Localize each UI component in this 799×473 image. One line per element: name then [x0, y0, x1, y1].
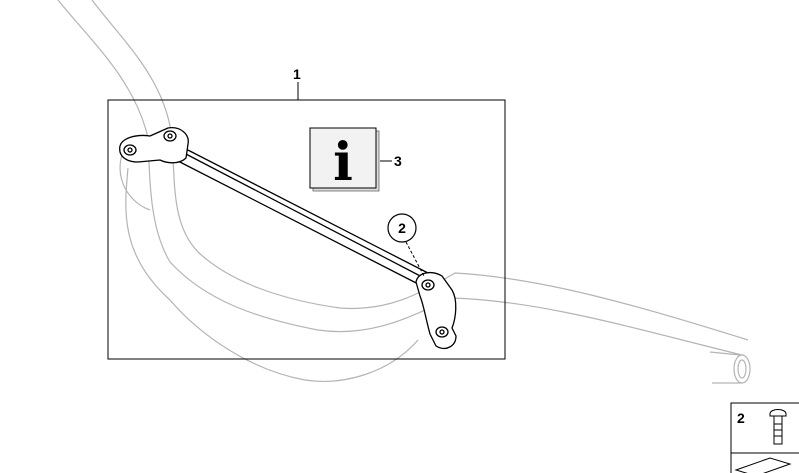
screw-icon — [769, 409, 787, 445]
right-clamp-bolt-1-hole — [425, 282, 431, 288]
handlebar-ghost-left-loop — [125, 167, 419, 382]
screw-head — [769, 409, 787, 417]
info-icon-box — [309, 127, 377, 189]
right-clamp-bolt-2-hole — [439, 329, 445, 335]
left-clamp-bolt-1-hole — [127, 147, 133, 153]
handlebar-ghost-end-cap — [733, 354, 751, 384]
left-clamp-bolt-2-hole — [167, 133, 173, 139]
callout-1: 1 — [293, 66, 301, 82]
handlebar-ghost — [57, 0, 751, 384]
cross-bar — [175, 146, 429, 288]
callout-3: 3 — [394, 153, 402, 169]
cross-bar-edge — [183, 152, 427, 280]
callout-2: 2 — [398, 220, 406, 236]
handlebar-ghost-end-cap-inner — [737, 359, 747, 379]
legend-frame — [730, 402, 799, 454]
info-icon: i — [309, 127, 380, 193]
callout-2-circle — [387, 213, 417, 243]
right-clamp — [415, 271, 457, 350]
handlebar-ghost-lower — [91, 0, 749, 341]
legend-box: 2 — [730, 402, 799, 473]
legend-number: 2 — [737, 410, 745, 426]
info-glyph: i — [333, 132, 353, 193]
left-clamp — [119, 127, 189, 164]
screw-leader — [405, 241, 425, 277]
handlebar-ghost-upper — [57, 0, 743, 356]
assembly-frame — [107, 99, 506, 360]
wedge-icon — [734, 457, 792, 473]
handlebar-ghost-end-top — [709, 351, 741, 356]
